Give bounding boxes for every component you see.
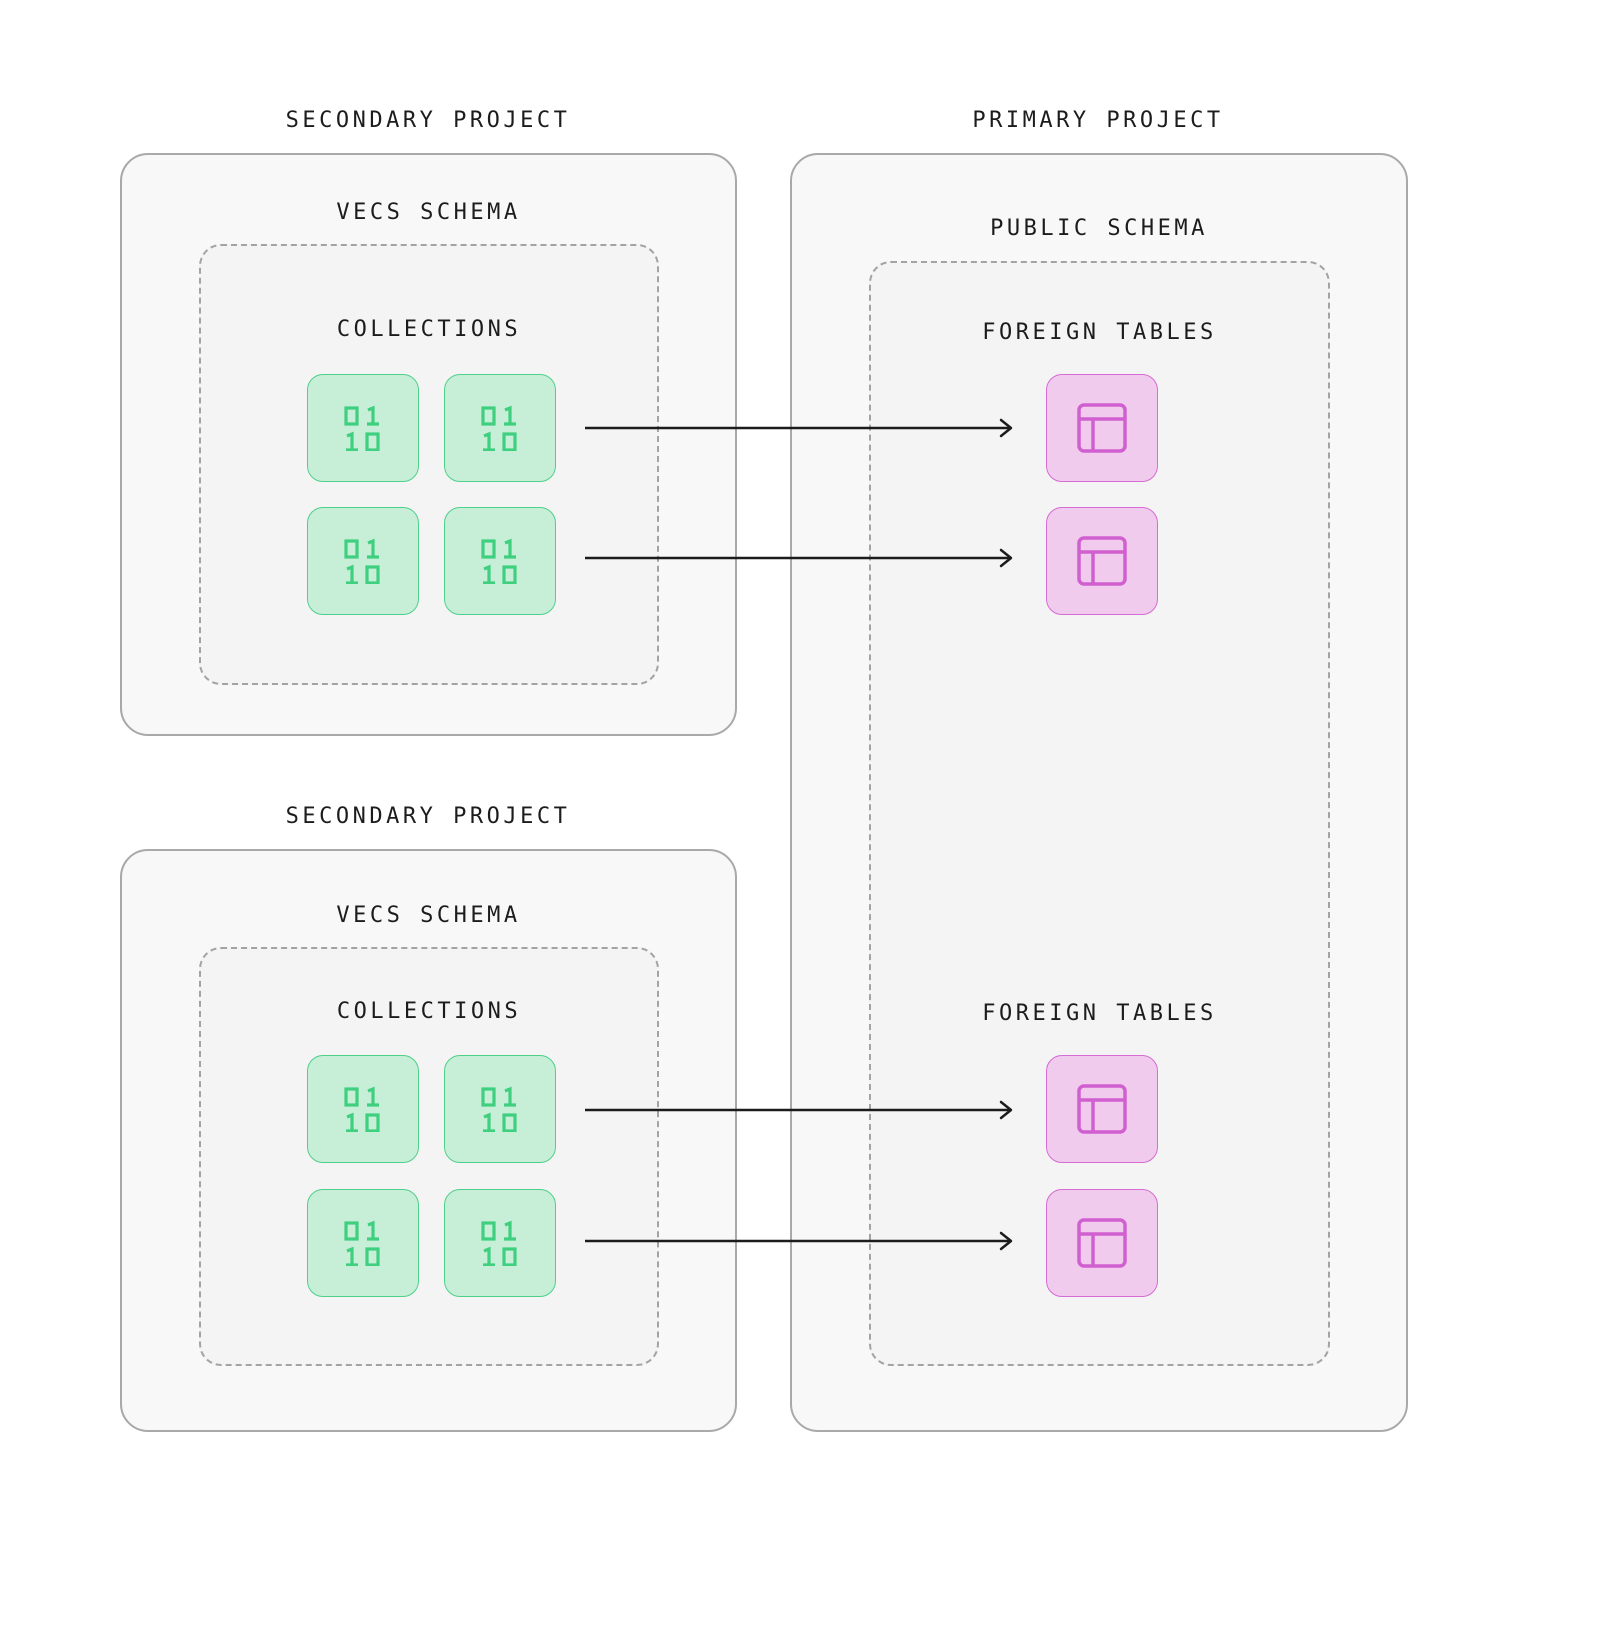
mapping-arrow [585, 1231, 1013, 1251]
secondary-project-2-title: SECONDARY PROJECT [285, 804, 571, 829]
vecs-schema-1 [199, 244, 659, 685]
table-icon [1076, 1217, 1128, 1269]
public-schema-title: PUBLIC SCHEMA [990, 216, 1208, 241]
binary-icon [480, 1086, 520, 1132]
table-icon [1076, 535, 1128, 587]
binary-icon [343, 1220, 383, 1266]
mapping-arrow [585, 418, 1013, 438]
binary-icon [480, 1220, 520, 1266]
foreign-table-tile [1046, 1055, 1158, 1163]
collection-tile [444, 1055, 556, 1163]
table-icon [1076, 1083, 1128, 1135]
vecs-schema-2 [199, 947, 659, 1366]
vecs-schema-2-title: VECS SCHEMA [336, 903, 521, 928]
collection-tile [307, 507, 419, 615]
mapping-arrow [585, 1100, 1013, 1120]
collections-2-title: COLLECTIONS [336, 999, 522, 1024]
vecs-schema-1-title: VECS SCHEMA [336, 200, 521, 225]
collections-1-title: COLLECTIONS [336, 317, 522, 342]
foreign-tables-1-title: FOREIGN TABLES [982, 320, 1217, 345]
foreign-tables-2-title: FOREIGN TABLES [982, 1001, 1217, 1026]
primary-project-title: PRIMARY PROJECT [972, 108, 1224, 133]
binary-icon [343, 1086, 383, 1132]
collection-tile [444, 374, 556, 482]
collection-tile [444, 1189, 556, 1297]
mapping-arrow [585, 548, 1013, 568]
foreign-table-tile [1046, 507, 1158, 615]
binary-icon [343, 538, 383, 584]
binary-icon [343, 405, 383, 451]
collection-tile [307, 374, 419, 482]
collection-tile [307, 1055, 419, 1163]
binary-icon [480, 405, 520, 451]
foreign-table-tile [1046, 374, 1158, 482]
foreign-table-tile [1046, 1189, 1158, 1297]
collection-tile [307, 1189, 419, 1297]
collection-tile [444, 507, 556, 615]
table-icon [1076, 402, 1128, 454]
binary-icon [480, 538, 520, 584]
secondary-project-1-title: SECONDARY PROJECT [285, 108, 571, 133]
